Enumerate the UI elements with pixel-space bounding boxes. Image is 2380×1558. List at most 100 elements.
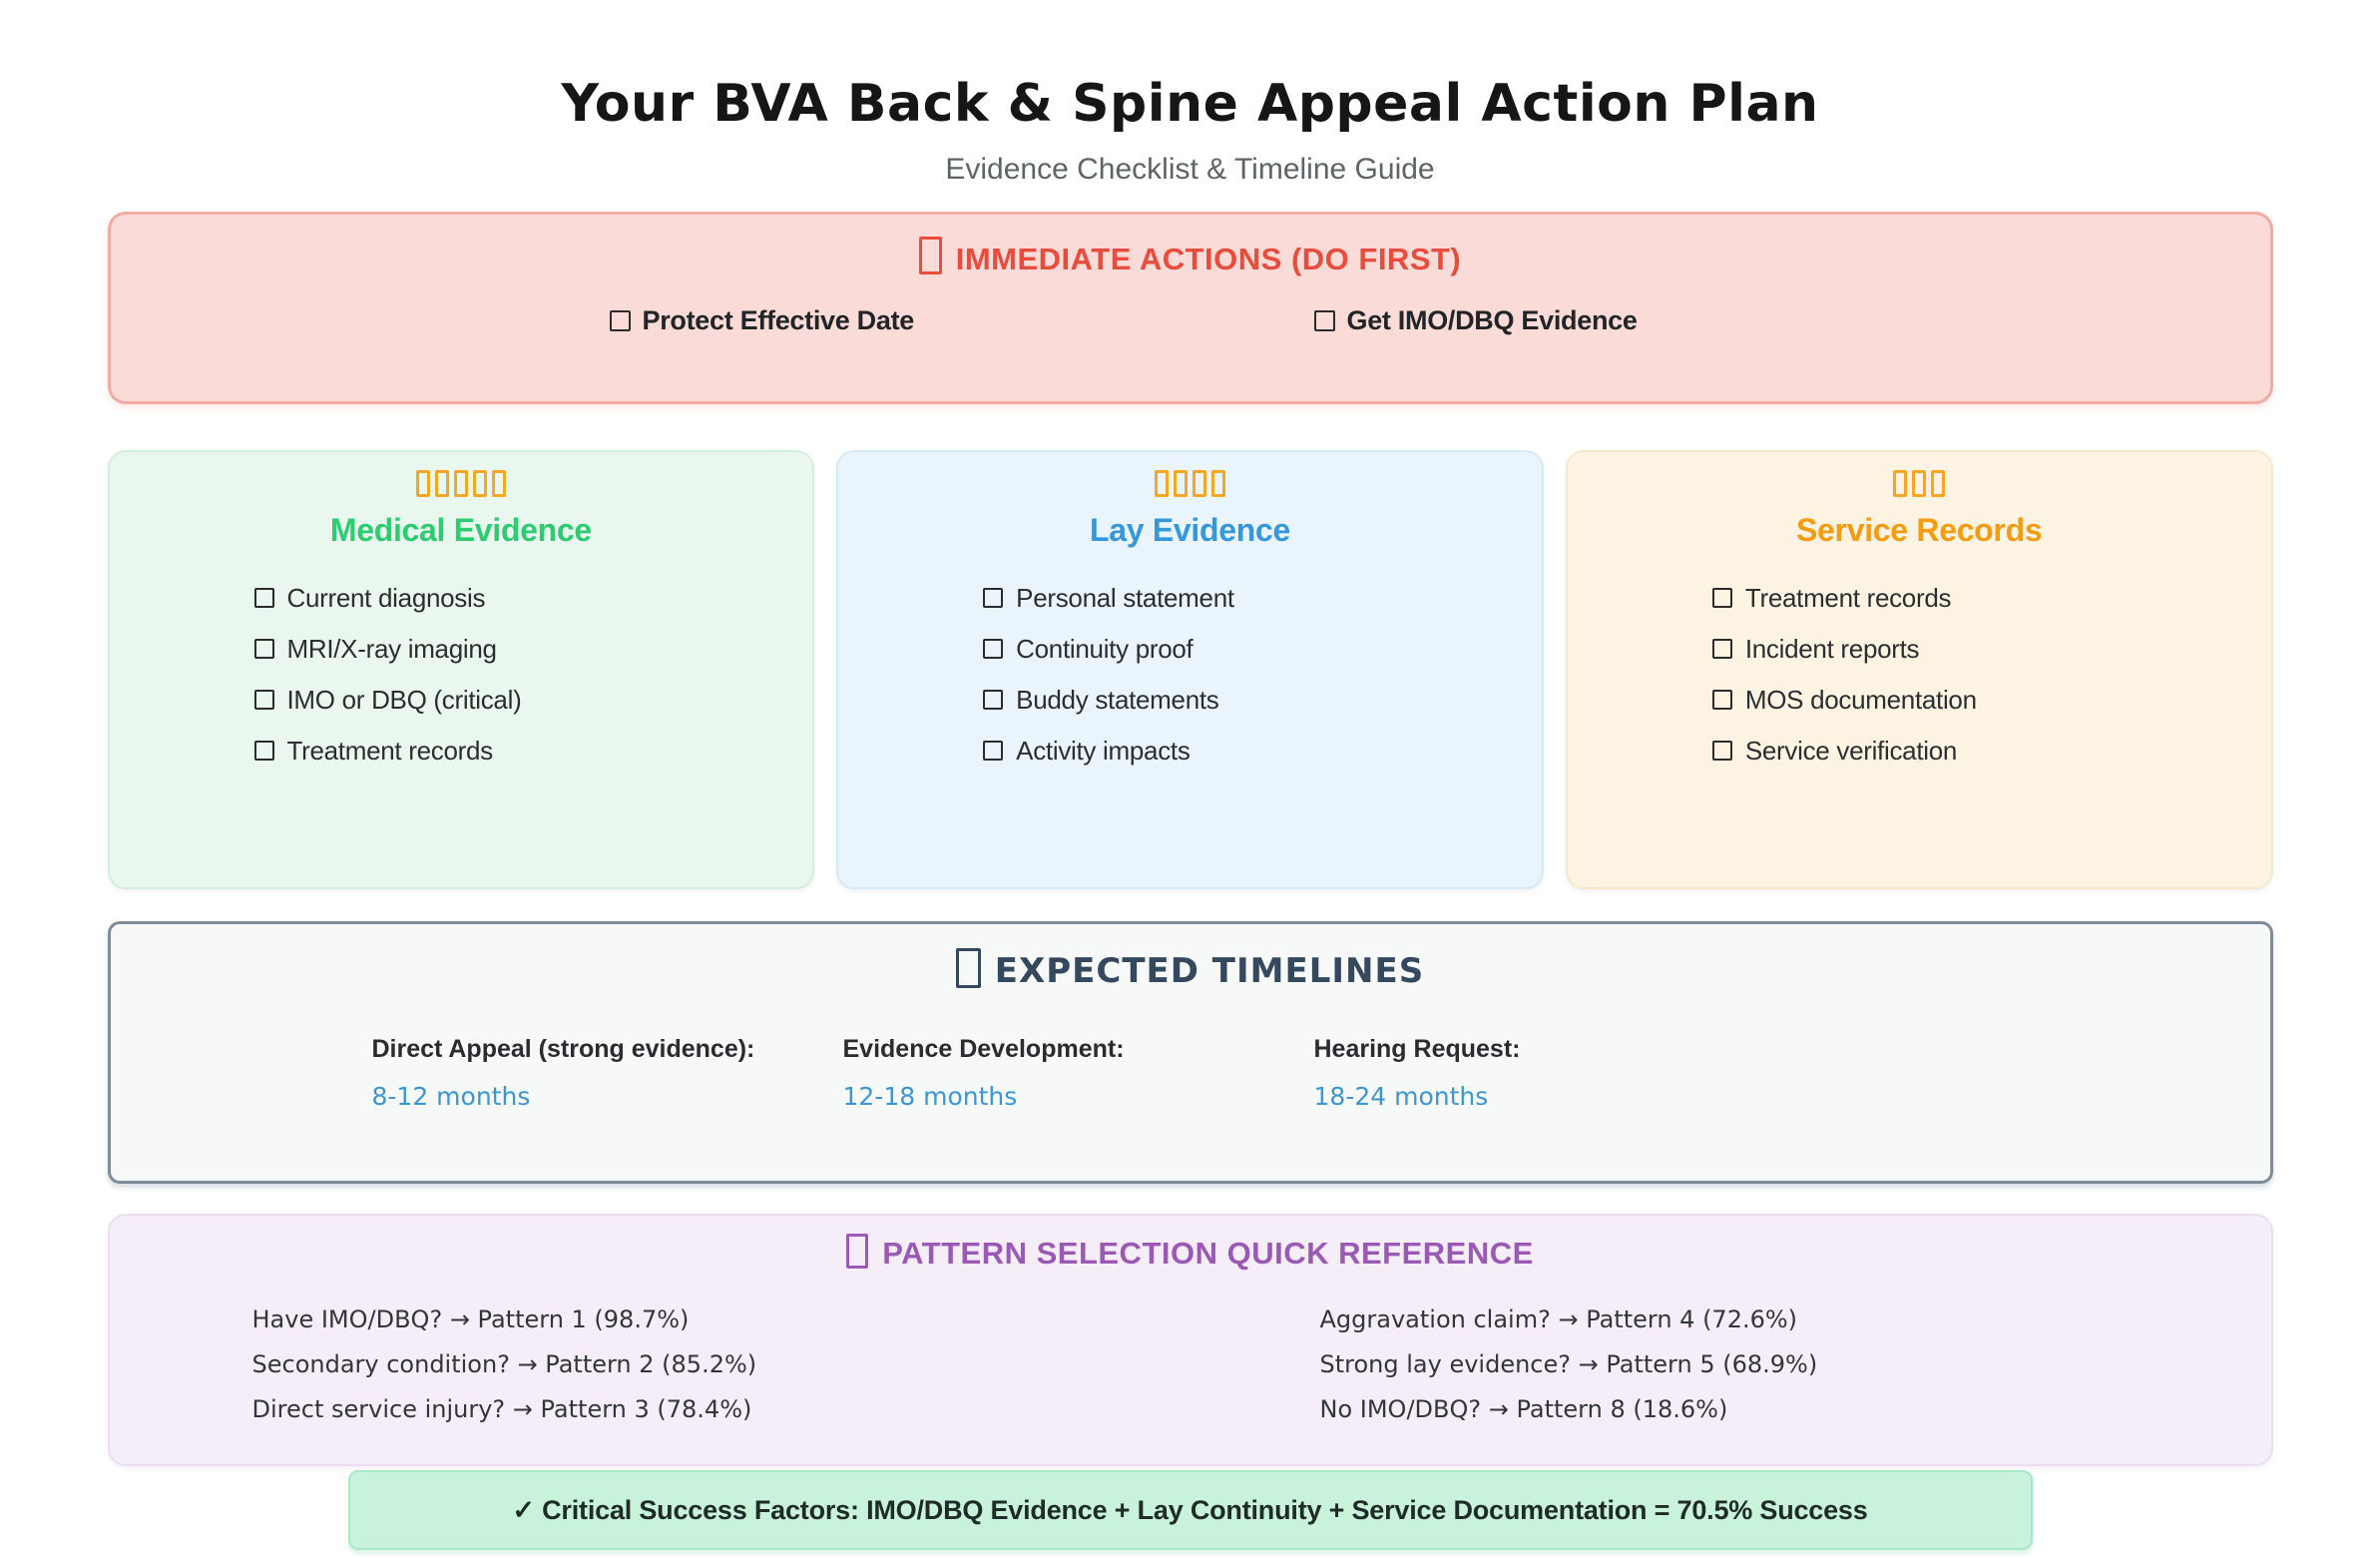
checklist-item: Buddy statements bbox=[983, 685, 1542, 715]
card-title: Service Records bbox=[1796, 512, 2043, 549]
card-checklist: Treatment records Incident reports MOS d… bbox=[1568, 583, 2271, 766]
checklist-item: Treatment records bbox=[1711, 582, 2271, 613]
checkbox-icon[interactable] bbox=[1313, 310, 1335, 332]
checklist-item: Service verification bbox=[1711, 735, 2271, 766]
checklist-label: MOS documentation bbox=[1744, 684, 1977, 715]
checkbox-icon[interactable] bbox=[609, 310, 631, 332]
timeline-label: Hearing Request: bbox=[1313, 1035, 1521, 1064]
missing-emoji-glyph-icon bbox=[434, 470, 449, 498]
card-emoji-row bbox=[838, 470, 1542, 498]
card-title: Medical Evidence bbox=[329, 512, 592, 549]
medical-evidence-card: Medical Evidence Current diagnosis MRI/X… bbox=[107, 450, 815, 890]
card-checklist: Current diagnosis MRI/X-ray imaging IMO … bbox=[110, 583, 813, 766]
checklist-item: Incident reports bbox=[1711, 633, 2271, 664]
immediate-actions-title-text: IMMEDIATE ACTIONS (DO FIRST) bbox=[955, 242, 1462, 277]
page-title: Your BVA Back & Spine Appeal Action Plan bbox=[561, 74, 1819, 134]
evidence-cards-row: Medical Evidence Current diagnosis MRI/X… bbox=[107, 450, 2273, 890]
checklist-label: Treatment records bbox=[286, 735, 494, 766]
expected-timelines-panel: EXPECTED TIMELINES Direct Appeal (strong… bbox=[107, 921, 2273, 1185]
checkbox-icon[interactable] bbox=[1711, 588, 1732, 609]
checklist-item: Personal statement bbox=[983, 583, 1542, 613]
checklist-item: Activity impacts bbox=[983, 736, 1542, 766]
timeline-value: 12-18 months bbox=[842, 1082, 1018, 1112]
critical-success-banner: ✓ Critical Success Factors: IMO/DBQ Evid… bbox=[347, 1470, 2033, 1551]
checklist-item: Current diagnosis bbox=[253, 583, 813, 613]
checkbox-icon[interactable] bbox=[1711, 639, 1732, 660]
pattern-item: Have IMO/DBQ? → Pattern 1 (98.7%) bbox=[251, 1305, 690, 1334]
timelines-title: EXPECTED TIMELINES bbox=[111, 948, 2270, 991]
critical-success-banner-text: ✓ Critical Success Factors: IMO/DBQ Evid… bbox=[512, 1494, 1868, 1525]
pattern-grid-left-column: Have IMO/DBQ? → Pattern 1 (98.7%) Second… bbox=[252, 1305, 1320, 1440]
timeline-label: Direct Appeal (strong evidence): bbox=[371, 1035, 755, 1064]
pattern-reference-title-text: PATTERN SELECTION QUICK REFERENCE bbox=[882, 1236, 1534, 1272]
pattern-item: Direct service injury? → Pattern 3 (78.4… bbox=[251, 1395, 752, 1424]
card-emoji-row bbox=[1568, 470, 2271, 498]
checkbox-icon[interactable] bbox=[983, 741, 1004, 762]
missing-emoji-glyph-icon bbox=[918, 237, 942, 275]
pattern-item: Strong lay evidence? → Pattern 5 (68.9%) bbox=[1319, 1350, 1818, 1379]
card-title: Lay Evidence bbox=[1090, 512, 1290, 549]
checklist-label: Service verification bbox=[1744, 735, 1958, 766]
missing-emoji-glyph-icon bbox=[955, 948, 981, 989]
pattern-reference-title: PATTERN SELECTION QUICK REFERENCE bbox=[110, 1234, 2271, 1272]
immediate-action-item: Get IMO/DBQ Evidence bbox=[1313, 305, 1638, 336]
checkbox-icon[interactable] bbox=[253, 690, 274, 711]
missing-emoji-glyph-icon bbox=[453, 470, 468, 498]
checkbox-icon[interactable] bbox=[983, 588, 1004, 609]
pattern-grid: Have IMO/DBQ? → Pattern 1 (98.7%) Second… bbox=[110, 1305, 2271, 1440]
pattern-reference-panel: PATTERN SELECTION QUICK REFERENCE Have I… bbox=[107, 1214, 2273, 1467]
missing-emoji-glyph-icon bbox=[1174, 470, 1188, 498]
missing-emoji-glyph-icon bbox=[491, 470, 506, 498]
pattern-item: Aggravation claim? → Pattern 4 (72.6%) bbox=[1319, 1305, 1798, 1334]
checkbox-icon[interactable] bbox=[253, 741, 274, 762]
timeline-column: Evidence Development: 12-18 months bbox=[843, 1035, 1314, 1111]
checkbox-icon[interactable] bbox=[253, 588, 274, 609]
checklist-label: MRI/X-ray imaging bbox=[286, 633, 497, 664]
timeline-columns: Direct Appeal (strong evidence): 8-12 mo… bbox=[372, 1035, 2270, 1111]
immediate-action-label: Get IMO/DBQ Evidence bbox=[1346, 305, 1638, 336]
timeline-label: Evidence Development: bbox=[842, 1035, 1125, 1064]
timeline-column: Direct Appeal (strong evidence): 8-12 mo… bbox=[372, 1035, 843, 1111]
missing-emoji-glyph-icon bbox=[1192, 470, 1206, 498]
page-subtitle: Evidence Checklist & Timeline Guide bbox=[945, 153, 1435, 187]
checkbox-icon[interactable] bbox=[253, 639, 274, 660]
checklist-label: Treatment records bbox=[1744, 582, 1952, 613]
missing-emoji-glyph-icon bbox=[415, 470, 430, 498]
pattern-item: No IMO/DBQ? → Pattern 8 (18.6%) bbox=[1319, 1395, 1728, 1424]
checklist-label: IMO or DBQ (critical) bbox=[286, 684, 522, 715]
timeline-value: 8-12 months bbox=[371, 1082, 531, 1112]
missing-emoji-glyph-icon bbox=[1155, 470, 1169, 498]
checkbox-icon[interactable] bbox=[1711, 741, 1732, 762]
checkbox-icon[interactable] bbox=[1711, 690, 1732, 711]
checklist-item: MRI/X-ray imaging bbox=[253, 633, 813, 664]
checklist-label: Continuity proof bbox=[1016, 633, 1193, 664]
timeline-column: Hearing Request: 18-24 months bbox=[1314, 1035, 1785, 1111]
checklist-item: MOS documentation bbox=[1711, 684, 2271, 715]
missing-emoji-glyph-icon bbox=[472, 470, 487, 498]
missing-emoji-glyph-icon bbox=[1912, 470, 1927, 498]
pattern-item: Secondary condition? → Pattern 2 (85.2%) bbox=[251, 1350, 757, 1379]
timelines-title-text: EXPECTED TIMELINES bbox=[994, 951, 1425, 992]
checklist-label: Buddy statements bbox=[1016, 684, 1219, 715]
missing-emoji-glyph-icon bbox=[846, 1234, 869, 1270]
checklist-item: Treatment records bbox=[253, 735, 813, 766]
checkbox-icon[interactable] bbox=[983, 690, 1004, 711]
immediate-action-label: Protect Effective Date bbox=[642, 305, 915, 336]
service-records-card: Service Records Treatment records Incide… bbox=[1565, 450, 2273, 890]
card-checklist: Personal statement Continuity proof Budd… bbox=[838, 583, 1542, 766]
immediate-action-item: Protect Effective Date bbox=[609, 305, 915, 336]
lay-evidence-card: Lay Evidence Personal statement Continui… bbox=[836, 450, 1544, 890]
checklist-item: IMO or DBQ (critical) bbox=[253, 684, 813, 715]
immediate-actions-panel: IMMEDIATE ACTIONS (DO FIRST) Protect Eff… bbox=[107, 212, 2273, 405]
timeline-value: 18-24 months bbox=[1313, 1082, 1489, 1112]
immediate-actions-title: IMMEDIATE ACTIONS (DO FIRST) bbox=[111, 237, 2270, 277]
checklist-label: Incident reports bbox=[1744, 633, 1920, 664]
missing-emoji-glyph-icon bbox=[1211, 470, 1225, 498]
pattern-grid-right-column: Aggravation claim? → Pattern 4 (72.6%) S… bbox=[1320, 1305, 2271, 1440]
checklist-item: Continuity proof bbox=[983, 634, 1542, 664]
immediate-actions-items: Protect Effective Date Get IMO/DBQ Evide… bbox=[111, 305, 2270, 345]
checkbox-icon[interactable] bbox=[983, 639, 1004, 660]
checklist-label: Activity impacts bbox=[1016, 735, 1190, 766]
card-emoji-row bbox=[110, 470, 813, 498]
missing-emoji-glyph-icon bbox=[1931, 470, 1946, 498]
